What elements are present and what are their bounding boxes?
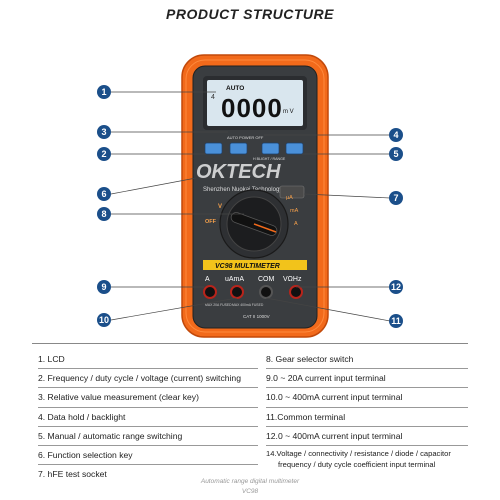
lcd-screen <box>207 80 303 126</box>
terminal-label-com: COM <box>258 276 275 283</box>
svg-text:2: 2 <box>101 149 106 159</box>
dial-label-a: A <box>294 221 298 227</box>
caption-line-2: VC98 <box>241 488 259 495</box>
svg-text:11: 11 <box>391 316 401 326</box>
legend-item-9: 9.0 ~ 20A current input terminal <box>266 369 468 389</box>
legend-item-2: 2. Frequency / duty cycle / voltage (cur… <box>38 369 258 389</box>
svg-text:5: 5 <box>393 149 398 159</box>
page-title: PRODUCT STRUCTURE <box>166 6 334 22</box>
legend-item-3: 3. Relative value measurement (clear key… <box>38 388 258 408</box>
lcd-unit: m V <box>283 109 294 115</box>
watermark-brand: OKTECH <box>196 161 281 183</box>
auto-power-label: AUTO POWER OFF <box>227 135 264 140</box>
jack-vohz[interactable] <box>289 285 303 299</box>
dial-label-v: V <box>218 204 222 210</box>
dial-label-ma: mA <box>290 208 299 214</box>
legend-item-11: 11.Common terminal <box>266 408 468 427</box>
caption-line-1: Automatic range digital multimeter <box>200 478 300 485</box>
callout-9: 9 <box>97 280 111 294</box>
svg-text:3: 3 <box>101 127 106 137</box>
dial-label-off: OFF <box>205 219 217 225</box>
callout-5: 5 <box>389 147 403 161</box>
multimeter-diagram: AUTO 0000 m V 4 AUTO POWER OFF H BLIGHT … <box>97 54 403 338</box>
svg-text:1: 1 <box>101 87 106 97</box>
hold-button[interactable] <box>261 142 280 155</box>
svg-text:7: 7 <box>393 193 398 203</box>
svg-text:12: 12 <box>391 282 401 292</box>
function-button-left[interactable] <box>204 142 223 155</box>
callout-4: 4 <box>389 128 403 142</box>
button-sublabel: H BLIGHT / RANGE <box>253 157 286 161</box>
legend-item-7: 7. hFE test socket <box>38 469 107 480</box>
fused-label-mid: MAX 400mA FUSED <box>232 303 264 307</box>
svg-text:9: 9 <box>101 282 106 292</box>
callout-2: 2 <box>97 147 111 161</box>
legend-item-6: 6. Function selection key <box>38 446 258 466</box>
svg-text:4: 4 <box>393 130 398 140</box>
legend-item-8: 8. Gear selector switch <box>266 350 468 370</box>
jack-uama[interactable] <box>230 285 244 299</box>
jack-20a[interactable] <box>203 285 217 299</box>
lcd-mode-label: AUTO <box>226 85 244 92</box>
callout-7: 7 <box>389 191 403 205</box>
legend-item-5: 5. Manual / automatic range switching <box>38 427 258 446</box>
hfe-socket <box>279 185 305 199</box>
legend-item-14-line1: 14.Voltage / connectivity / resistance /… <box>266 448 451 458</box>
cat-rating: CAT II 1000V <box>243 314 270 319</box>
callout-10: 10 <box>97 313 111 327</box>
callout-1: 1 <box>97 85 111 99</box>
range-button[interactable] <box>285 142 304 155</box>
rel-button[interactable] <box>229 142 248 155</box>
terminal-label-uama: uAmA <box>225 276 244 283</box>
legend-right-column: 8. Gear selector switch 9.0 ~ 20A curren… <box>266 350 468 470</box>
callout-6: 6 <box>97 187 111 201</box>
svg-text:6: 6 <box>101 189 106 199</box>
dial-indicator-line <box>253 223 277 233</box>
lcd-small-icon: 4 <box>211 94 215 101</box>
callout-3: 3 <box>97 125 111 139</box>
legend-item-10: 10.0 ~ 400mA current input terminal <box>266 388 468 408</box>
leader-lines <box>110 91 391 322</box>
legend-top-divider <box>32 343 468 344</box>
legend-item-1: 1. LCD <box>38 350 258 370</box>
model-band <box>203 260 307 270</box>
model-name: VC98 MULTIMETER <box>215 263 280 270</box>
svg-text:8: 8 <box>101 209 106 219</box>
callout-11: 11 <box>389 314 403 328</box>
svg-text:10: 10 <box>99 315 109 325</box>
legend-left-column: 1. LCD 2. Frequency / duty cycle / volta… <box>38 350 258 483</box>
legend-item-12: 12.0 ~ 400mA current input terminal <box>266 427 468 446</box>
legend-item-14-line2: frequency / duty cycle coefficient input… <box>278 459 436 469</box>
legend-item-4: 4. Data hold / backlight <box>38 408 258 427</box>
terminal-label-vohz: VΩHz <box>283 276 302 283</box>
lcd-digits: 0000 <box>221 93 283 123</box>
holster-inner-edge <box>185 59 325 333</box>
callout-8: 8 <box>97 207 111 221</box>
dial-label-ua: µA <box>286 195 293 201</box>
fused-label-left: MAX 20A FUSED <box>205 303 232 307</box>
jack-com[interactable] <box>259 285 273 299</box>
legend-item-14: 14.Voltage / connectivity / resistance /… <box>266 446 468 470</box>
terminal-label-a: A <box>205 276 210 283</box>
callout-12: 12 <box>389 280 403 294</box>
